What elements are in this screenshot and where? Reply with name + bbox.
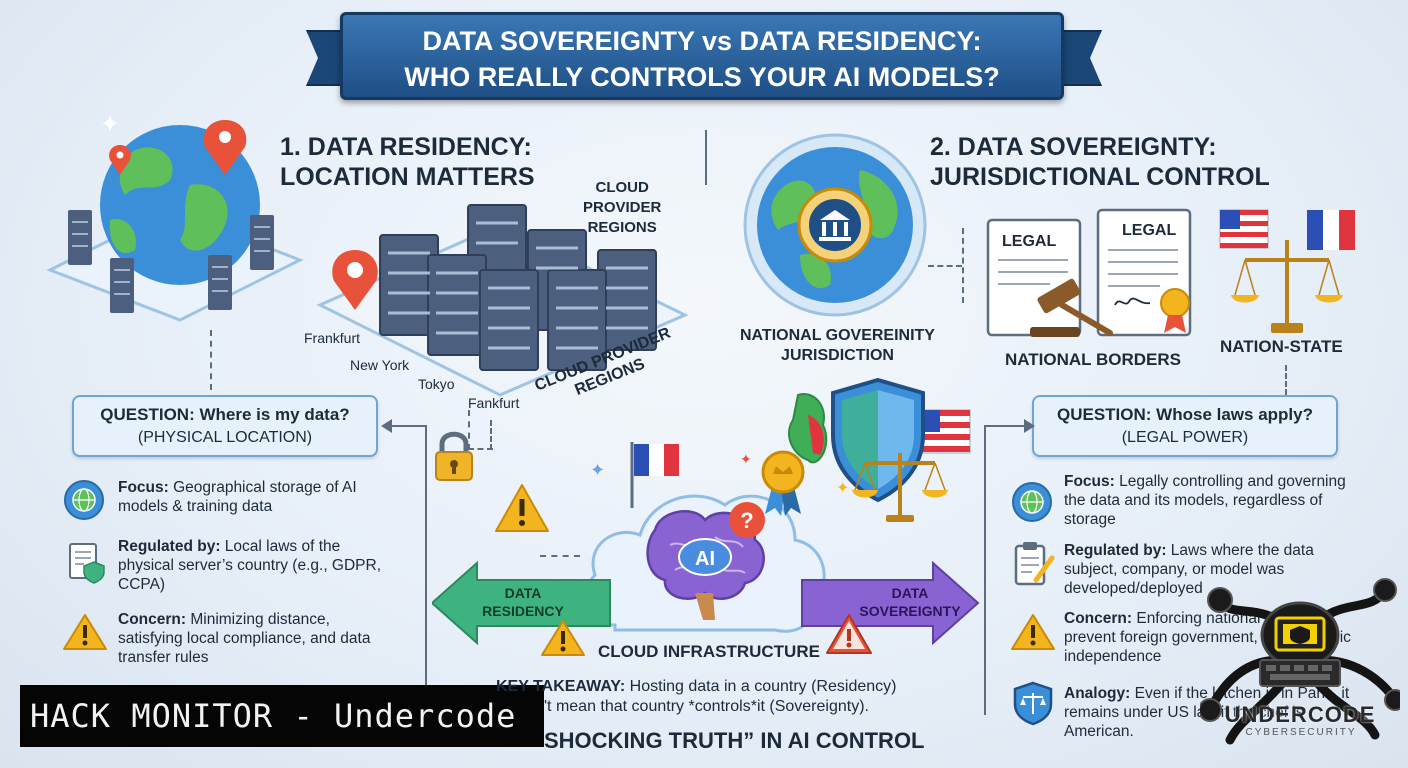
sparkle-icon-gold: ✦ — [836, 478, 850, 497]
sovereignty-return-line-v — [984, 425, 986, 715]
ai-cloud-illustration: ? — [583, 494, 826, 633]
warning-icon-right — [1011, 614, 1055, 650]
key-takeaway-line-1: KEY TAKEAWAY: Hosting data in a country … — [496, 678, 897, 695]
residency-heading: 1. DATA RESIDENCY: LOCATION MATTERS — [280, 133, 535, 191]
key-takeaway-line-2: 't mean that country *controls*it (Sover… — [544, 698, 869, 715]
cloud-provider-regions-label: CLOUD PROVIDER REGIONS — [583, 179, 662, 236]
cloud-infrastructure-label: CLOUD INFRASTRUCTURE — [598, 642, 820, 661]
arrow-label-sovereignty: DATA SOVEREIGNTY — [859, 585, 961, 619]
courthouse-icon — [819, 210, 851, 241]
sovereignty-heading: 2. DATA SOVEREIGNTY: JURISDICTIONAL CONT… — [930, 133, 1270, 191]
arrow-head-right — [1024, 419, 1035, 433]
connector-lock-2 — [490, 420, 492, 450]
gavel-icon — [1030, 278, 1113, 337]
sparkle-icon: ✦ — [590, 460, 606, 481]
city-tokyo: Tokyo — [418, 376, 455, 392]
arrow-data-residency — [432, 560, 611, 646]
map-pin-small-icon — [109, 145, 131, 175]
svg-text:?: ? — [740, 508, 753, 533]
sovereignty-question: QUESTION: Whose laws apply? — [1057, 405, 1313, 424]
nation-state-scales-illustration — [1219, 209, 1355, 333]
ai-label: AI — [695, 548, 715, 570]
city-fankfurt: Fankfurt — [468, 395, 520, 411]
connector-lock-h — [468, 448, 493, 450]
sovereignty-question-sub: (LEGAL POWER) — [1121, 429, 1249, 446]
city-frankfurt: Frankfurt — [304, 330, 361, 346]
globe-icon — [64, 480, 104, 520]
legal-doc-2-label: LEGAL — [1122, 222, 1177, 239]
undercode-octopus-logo — [1200, 578, 1400, 745]
map-pin-icon — [203, 120, 247, 175]
connector-lock — [468, 410, 470, 450]
residency-item-focus: Focus: Geographical storage of AI models… — [118, 479, 357, 515]
sovereignty-item-focus: Focus: Legally controlling and governing… — [1064, 473, 1346, 528]
usa-flag-icon — [1219, 209, 1269, 249]
residency-question-box: QUESTION: Where is my data? (PHYSICAL LO… — [72, 395, 378, 457]
shocking-truth-caption: SHOCKING TRUTH” IN AI CONTROL — [544, 728, 925, 753]
warning-icon — [63, 614, 107, 650]
clipboard-pen-icon — [1014, 542, 1055, 586]
title-line-2: WHO REALLY CONTROLS YOUR AI MODELS? — [404, 62, 1000, 92]
sovereignty-return-line — [985, 425, 1027, 427]
france-flag-right-icon — [1307, 210, 1355, 250]
medal-icon — [761, 450, 805, 516]
hack-monitor-banner: HACK MONITOR - Undercode — [20, 685, 544, 747]
server-cluster-illustration — [316, 204, 689, 397]
national-borders-label: NATIONAL BORDERS — [1005, 350, 1181, 369]
connector-nation-question — [1285, 365, 1287, 395]
nation-state-label: NATION-STATE — [1220, 337, 1343, 356]
location-pin-icon — [332, 250, 378, 310]
connector-globe-question — [210, 330, 212, 390]
france-flag-icon — [630, 442, 679, 508]
sparkle-icon-red: ✦ — [740, 452, 752, 468]
legal-documents-illustration — [986, 208, 1192, 337]
residency-question: QUESTION: Where is my data? — [100, 405, 350, 424]
residency-return-line — [385, 425, 425, 427]
title-line-1: DATA SOVEREIGNTY vs DATA RESIDENCY: — [422, 26, 982, 56]
sovereignty-item-regulated: Regulated by: Laws where the data subjec… — [1064, 542, 1314, 597]
padlock-icon — [435, 431, 473, 481]
city-new-york: New York — [350, 357, 410, 373]
center-divider — [705, 130, 707, 185]
sovereignty-question-box: QUESTION: Whose laws apply? (LEGAL POWER… — [1032, 395, 1338, 457]
title-banner: DATA SOVEREIGNTY vs DATA RESIDENCY: WHO … — [340, 12, 1064, 100]
alert-icon-red — [826, 614, 872, 654]
undercode-logo-text: UNDERCODE — [1224, 702, 1376, 727]
banner-ribbon-right — [1062, 30, 1102, 86]
residency-item-regulated: Regulated by: Local laws of the physical… — [118, 538, 382, 593]
connector-globe-docs — [928, 265, 962, 267]
svg-text:✦: ✦ — [100, 110, 120, 138]
globe-servers-illustration: ✦ — [46, 110, 304, 322]
legal-doc-1-label: LEGAL — [1002, 233, 1057, 250]
document-shield-icon — [69, 543, 105, 584]
jurisdiction-label: NATIONAL GOVEREINITY JURISDICTION — [740, 327, 935, 364]
warning-icon-center-left — [495, 484, 549, 532]
residency-item-concern: Concern: Minimizing distance, satisfying… — [118, 611, 371, 666]
warning-icon-center — [541, 620, 585, 656]
residency-return-line-v — [425, 425, 427, 685]
connector-docs-v — [962, 228, 964, 303]
shield-scales-icon — [1013, 681, 1053, 726]
globe-icon-right — [1012, 482, 1052, 522]
jurisdiction-globe-illustration — [743, 133, 927, 317]
arrow-head-left — [381, 419, 392, 433]
residency-question-sub: (PHYSICAL LOCATION) — [137, 429, 313, 446]
undercode-logo-subtext: CYBERSECURITY — [1245, 727, 1357, 738]
connector-warning-cloud — [540, 555, 580, 557]
scales-of-justice-icon — [852, 453, 948, 522]
arrow-label-residency: DATA RESIDENCY — [482, 585, 564, 619]
